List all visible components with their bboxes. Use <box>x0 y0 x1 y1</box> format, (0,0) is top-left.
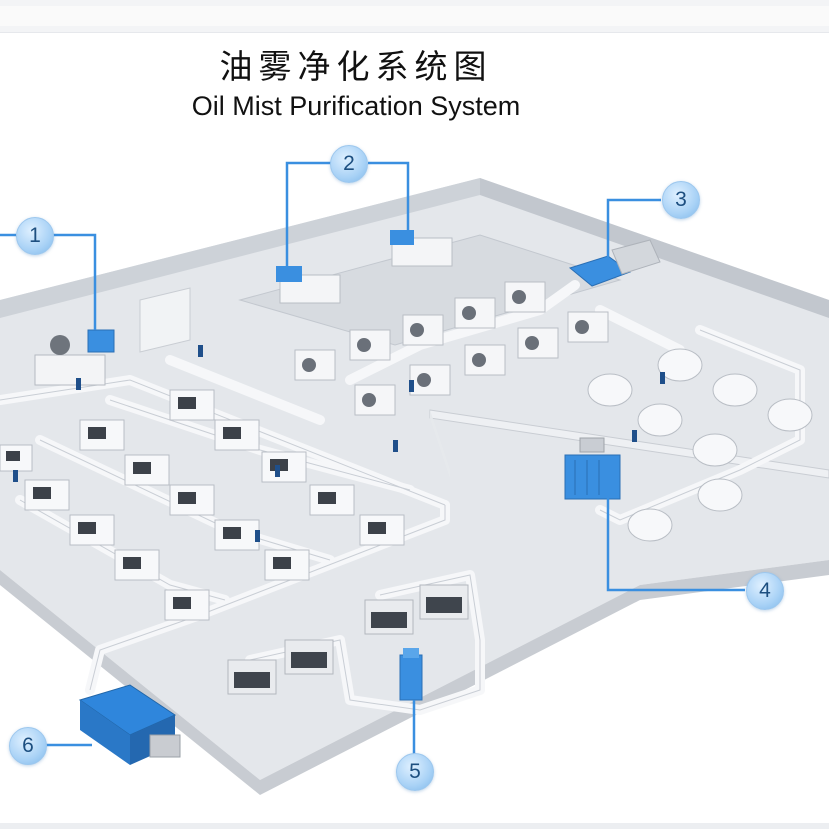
floor-slab <box>0 178 829 780</box>
unit-5-vertical-collector <box>399 648 423 701</box>
callout-6: 6 <box>9 727 47 765</box>
callout-1: 1 <box>16 217 54 255</box>
callout-3: 3 <box>662 181 700 219</box>
back-wall-left <box>0 178 480 318</box>
unit-1-mist-collector <box>34 329 115 386</box>
callout-5: 5 <box>396 753 434 791</box>
cnc-machines-left <box>0 389 405 621</box>
callout-2: 2 <box>330 145 368 183</box>
cnc-machines-middle <box>294 281 609 416</box>
top-bar <box>0 0 829 33</box>
back-wall-right <box>480 178 829 318</box>
title-chinese: 油雾净化系统图 <box>219 47 493 86</box>
injection-machines-back <box>276 230 453 304</box>
floor-slab-edge <box>0 560 829 795</box>
unit-4-filter-cabinet <box>564 437 621 500</box>
workers <box>13 345 665 542</box>
unit-6-main-unit <box>78 684 181 765</box>
callout-leaders <box>0 161 745 760</box>
partition-wall-3 <box>430 410 450 478</box>
partition-wall-1 <box>139 287 191 353</box>
round-machines-right <box>587 348 813 542</box>
bottom-bar <box>0 823 829 829</box>
title-english: Oil Mist Purification System <box>191 91 521 121</box>
machining-centers-front <box>227 584 469 695</box>
unit-3-central-purifier <box>568 239 661 287</box>
callout-4: 4 <box>746 572 784 610</box>
